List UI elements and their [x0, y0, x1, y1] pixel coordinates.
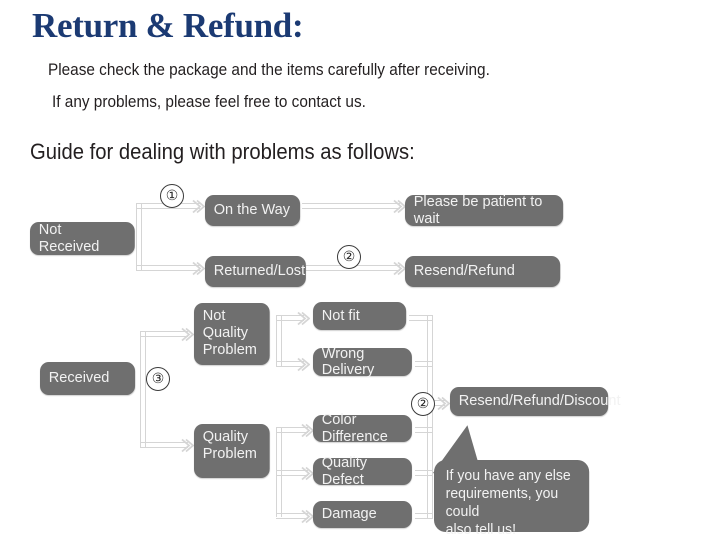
arrow-icon-resend-refund-discount [437, 396, 450, 411]
node-received[interactable]: Received [40, 362, 136, 395]
connector-bus-to-resend-discount [427, 400, 445, 406]
guide-heading: Guide for dealing with problems as follo… [30, 139, 415, 164]
connector-vertical-received [140, 331, 146, 448]
node-not-fit[interactable]: Not fit [313, 302, 407, 330]
node-wrong-delivery[interactable]: Wrong Delivery [313, 345, 412, 378]
node-not-quality-problem[interactable]: Not Quality Problem [194, 303, 270, 365]
connector-stub-damage [415, 513, 433, 519]
node-resend-refund-discount[interactable]: Resend/Refund/Discount [450, 387, 620, 416]
arrow-icon-not-fit [297, 311, 310, 326]
intro-line-1: Please check the package and the items c… [48, 61, 490, 79]
node-quality-problem[interactable]: Quality Problem [194, 424, 270, 478]
connector-to-returned-lost [136, 265, 200, 271]
connector-vertical-not-quality-children [276, 315, 282, 367]
connector-to-color-difference [276, 427, 308, 433]
node-color-difference[interactable]: Color Difference [313, 412, 412, 444]
step-marker-3: ③ [146, 367, 170, 391]
connector-to-not-quality [140, 331, 188, 337]
connector-vertical-quality-children [276, 427, 282, 517]
arrow-icon-returned-lost [192, 261, 205, 276]
node-damage[interactable]: Damage [313, 501, 412, 528]
step-marker-2-bottom: ② [411, 392, 435, 416]
arrow-icon-quality-problem [181, 438, 194, 453]
connector-to-quality-defect [276, 470, 308, 476]
arrow-icon-wrong-delivery [297, 357, 310, 372]
connector-stub-wrong-delivery [415, 361, 433, 367]
arrow-icon-on-the-way [192, 199, 205, 214]
connector-vertical-outcome-bus [427, 315, 433, 519]
step-marker-1: ① [160, 184, 184, 208]
connector-to-quality [140, 442, 188, 448]
node-on-the-way[interactable]: On the Way [205, 195, 301, 226]
arrow-icon-not-quality-problem [181, 327, 194, 342]
connector-stub-not-fit [409, 315, 433, 321]
callout-bubble: If you have any else requirements, you c… [434, 460, 590, 538]
connector-vertical-not-received [136, 203, 142, 271]
connector-stub-color-difference [415, 427, 433, 433]
node-quality-defect[interactable]: Quality Defect [313, 455, 412, 487]
connector-stub-quality-defect [415, 470, 433, 476]
connector-to-damage [276, 513, 308, 519]
connector-to-not-fit [276, 315, 304, 321]
node-not-received[interactable]: Not Received [30, 222, 135, 255]
connector-on-the-way-to-wait [302, 203, 400, 209]
intro-line-2: If any problems, please feel free to con… [52, 93, 366, 111]
node-resend-refund[interactable]: Resend/Refund [405, 256, 561, 287]
connector-to-wrong-delivery [276, 361, 304, 367]
page-title: Return & Refund: [32, 6, 304, 45]
node-returned-lost[interactable]: Returned/Lost [205, 256, 306, 287]
node-please-be-patient-to-wait[interactable]: Please be patient to wait [405, 194, 564, 226]
step-marker-2-top: ② [337, 245, 361, 269]
